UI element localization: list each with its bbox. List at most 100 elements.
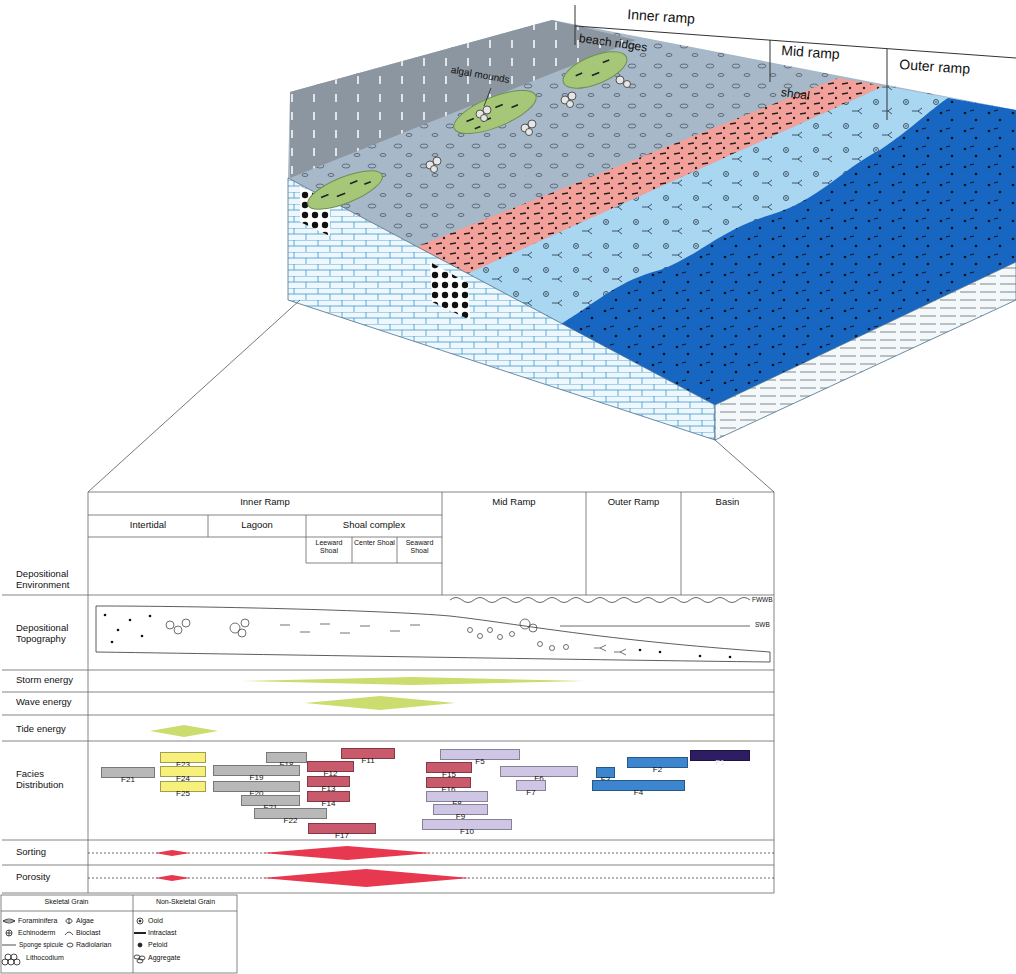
label-text: Wave energy bbox=[16, 697, 86, 708]
zoom-lines-part bbox=[88, 300, 300, 492]
label-text: Porosity bbox=[16, 872, 86, 883]
label-text: Outer ramp bbox=[899, 56, 971, 77]
table-grid-part bbox=[352, 537, 353, 563]
depositional-topography-part-part bbox=[182, 619, 190, 627]
facies-bar: F23 bbox=[160, 752, 206, 763]
ramp-block-part-part bbox=[528, 120, 536, 128]
ramp-header-lines bbox=[575, 5, 1016, 120]
zoom-lines bbox=[88, 300, 774, 492]
facies-bar: F20 bbox=[213, 781, 300, 792]
facies-bar: F6 bbox=[500, 766, 578, 777]
ramp-block-part bbox=[430, 262, 470, 320]
facies-bar: F18 bbox=[266, 752, 307, 763]
table-grid-part bbox=[586, 492, 587, 595]
ramp-block bbox=[288, 20, 1016, 440]
ramp-block-part-part bbox=[568, 92, 576, 100]
facies-label: F4 bbox=[634, 788, 643, 797]
facies-bar: F14 bbox=[307, 791, 350, 802]
table-grid-part bbox=[208, 515, 209, 537]
facies-bar: F7 bbox=[516, 780, 546, 791]
grain-legend-symbols-part bbox=[2, 959, 8, 965]
facies-bar: F2 bbox=[627, 757, 688, 768]
table-grid-part bbox=[2, 692, 774, 693]
ramp-block-part bbox=[484, 88, 491, 106]
depositional-topography-part-part bbox=[538, 642, 543, 647]
table-grid-part bbox=[2, 893, 774, 894]
ramp-block-part bbox=[715, 262, 1016, 440]
facies-label: F11 bbox=[361, 756, 374, 765]
label-text: shoal bbox=[780, 86, 810, 104]
facies-label: F10 bbox=[460, 827, 474, 836]
label-text: Depositional Topography bbox=[16, 623, 86, 645]
depositional-topography-part bbox=[450, 598, 750, 603]
ramp-block-part-part bbox=[575, 60, 612, 81]
label-text: Basin bbox=[681, 497, 774, 508]
legend-text: Intraclast bbox=[148, 929, 176, 937]
sorting-porosity-part bbox=[155, 846, 470, 887]
table-grid-part bbox=[2, 840, 774, 841]
table-grid-part bbox=[88, 515, 442, 516]
depositional-topography-part bbox=[560, 626, 750, 627]
grain-legend-symbols-part bbox=[6, 930, 12, 936]
ramp-block-part bbox=[426, 76, 631, 173]
depositional-topography-part bbox=[96, 606, 770, 662]
depositional-topography-part-part bbox=[488, 628, 493, 633]
ramp-header-lines-part bbox=[770, 40, 771, 82]
grain-legend-symbols-part bbox=[6, 930, 12, 936]
depositional-topography-part-part bbox=[520, 619, 530, 629]
grain-legend-symbols-part bbox=[66, 918, 72, 924]
grain-legend-frame-part bbox=[133, 895, 134, 973]
table-grid-part bbox=[681, 492, 682, 595]
label-text: Sorting bbox=[16, 847, 86, 858]
ramp-block-part-part bbox=[466, 99, 521, 130]
facies-bar: F8 bbox=[426, 791, 488, 802]
table-grid bbox=[2, 492, 774, 893]
depositional-topography-part-part bbox=[529, 624, 537, 632]
label-text: Center Shoal bbox=[352, 539, 397, 547]
grain-legend-frame-part bbox=[1, 911, 237, 912]
grain-legend-symbols-part bbox=[137, 918, 143, 924]
facies-bar: F16 bbox=[426, 777, 471, 788]
depositional-topography-part-part bbox=[550, 646, 555, 651]
facies-bar: F13 bbox=[307, 776, 350, 787]
energy-diamonds-part bbox=[240, 677, 585, 685]
facies-bar: F3 bbox=[596, 767, 615, 778]
table-grid-part bbox=[2, 865, 774, 866]
depositional-topography-part-part bbox=[174, 626, 182, 634]
depositional-topography-part-part bbox=[149, 615, 152, 618]
label-text: Storm energy bbox=[16, 675, 86, 686]
facies-bar: F21 bbox=[241, 795, 300, 806]
grain-legend-symbols-part bbox=[3, 919, 15, 923]
ramp-block-part-part bbox=[449, 82, 542, 143]
label-text: Outer Ramp bbox=[586, 497, 681, 508]
facies-bar: F4 bbox=[592, 780, 685, 791]
label-text: Depositional Environment bbox=[16, 569, 86, 591]
table-grid-part bbox=[397, 537, 398, 563]
facies-bar: F5 bbox=[440, 749, 520, 760]
ramp-block-part-part bbox=[481, 115, 488, 122]
grain-legend-symbols-part bbox=[8, 959, 14, 965]
table-grid-part bbox=[2, 670, 774, 671]
legend-text: Aggregate bbox=[148, 954, 180, 962]
facies-label: F25 bbox=[176, 789, 190, 798]
label-text: Skeletal Grain bbox=[0, 898, 133, 906]
grain-legend-symbols-part bbox=[67, 943, 73, 947]
depositional-topography-part-part bbox=[498, 635, 503, 640]
facies-label: F17 bbox=[335, 831, 349, 840]
table-grid-part bbox=[442, 492, 443, 595]
sorting-porosity bbox=[88, 846, 774, 887]
depositional-topography-part-part bbox=[111, 641, 114, 644]
facies-bar: F19 bbox=[213, 765, 300, 776]
facies-label: F14 bbox=[322, 799, 336, 808]
ramp-block-part bbox=[561, 98, 1016, 405]
grain-legend-symbols-part bbox=[138, 943, 142, 947]
grain-legend-symbols-part bbox=[2, 945, 16, 946]
facies-bar: F24 bbox=[160, 766, 206, 777]
ramp-block-part-part bbox=[303, 163, 387, 217]
zoom-lines-part bbox=[715, 440, 774, 492]
grain-legend-symbols-part bbox=[137, 959, 143, 963]
sorting-porosity-part-part bbox=[155, 850, 190, 856]
label-text: Seaward Shoal bbox=[397, 539, 442, 555]
grain-legend-frame bbox=[1, 895, 237, 973]
